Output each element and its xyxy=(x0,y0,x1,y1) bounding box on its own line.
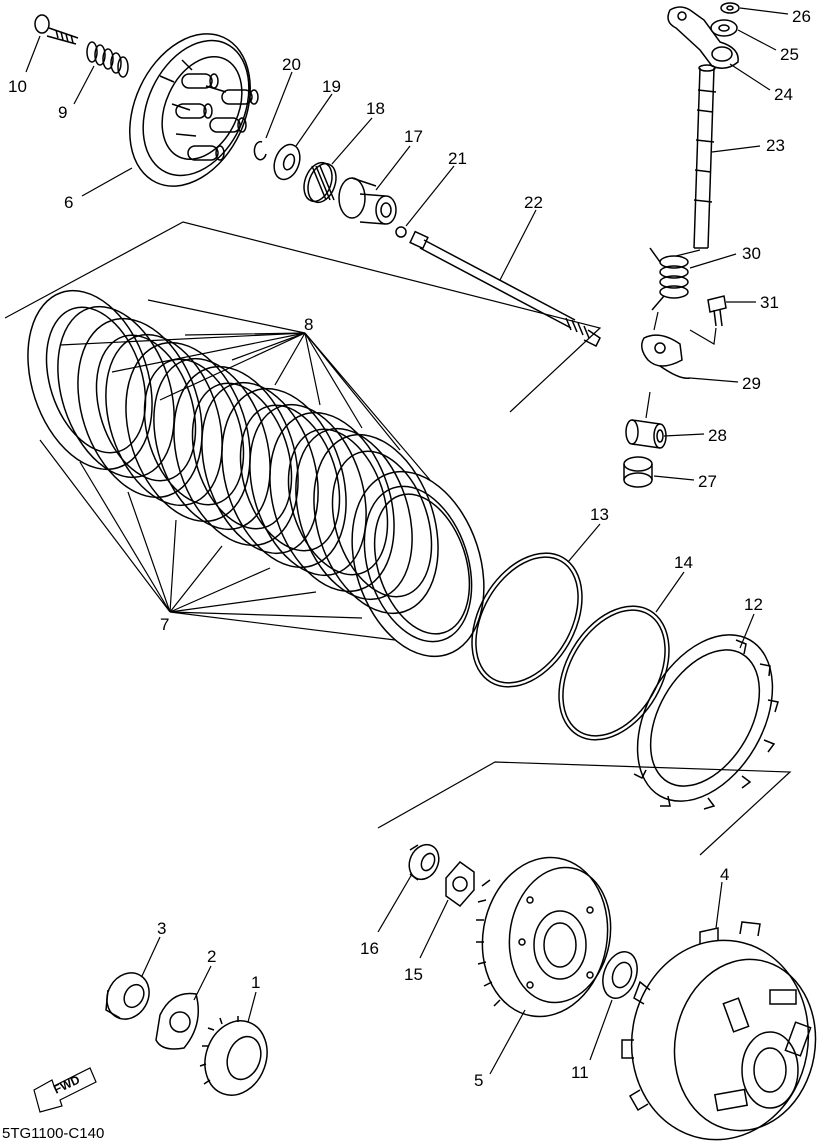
part-9-spring xyxy=(86,41,129,78)
leader-10 xyxy=(25,35,41,73)
leader-29 xyxy=(689,377,739,383)
part-15-lock-washer xyxy=(445,860,475,908)
part-8-leader-fan xyxy=(59,299,431,481)
callout-4: 4 xyxy=(720,865,729,884)
fwd-label: FWD xyxy=(51,1072,82,1096)
part-7-friction-plates xyxy=(27,289,439,615)
callout-3: 3 xyxy=(157,919,166,938)
part-7-leader-fan xyxy=(39,439,396,641)
leader-1 xyxy=(247,991,257,1023)
callout-14: 14 xyxy=(674,553,693,572)
leader-5 xyxy=(489,1009,526,1075)
callout-8: 8 xyxy=(304,315,313,334)
part-2-plate-washer xyxy=(155,992,199,1050)
leader-20 xyxy=(265,71,293,139)
part-25-washer xyxy=(710,19,738,37)
leader-4 xyxy=(715,881,723,929)
callout-15: 15 xyxy=(404,965,423,984)
callout-10: 10 xyxy=(8,77,27,96)
leader-14 xyxy=(655,571,685,613)
leader-11 xyxy=(589,999,613,1061)
callout-7: 7 xyxy=(160,615,169,634)
callout-13: 13 xyxy=(590,505,609,524)
leader-21 xyxy=(405,165,455,227)
leader-6 xyxy=(81,167,133,197)
callout-16: 16 xyxy=(360,939,379,958)
part-17-push-piece xyxy=(338,177,397,225)
part-26-washer xyxy=(720,2,740,14)
part-19-washer xyxy=(273,143,301,181)
shaft-alignment-line xyxy=(645,249,717,419)
leader-17 xyxy=(375,145,411,191)
leader-30 xyxy=(689,253,737,269)
callout-23: 23 xyxy=(766,136,785,155)
part-24-push-lever xyxy=(667,6,739,69)
callout-9: 9 xyxy=(58,103,67,122)
plate-group-bracket xyxy=(4,221,602,413)
part-27-oil-seal xyxy=(623,456,653,488)
callout-31: 31 xyxy=(760,293,779,312)
callouts: 1 2 3 4 5 6 7 8 9 10 11 12 13 xyxy=(8,7,811,1090)
leader-2 xyxy=(193,965,212,1001)
part-1-primary-gear xyxy=(199,1016,268,1096)
callout-28: 28 xyxy=(708,426,727,445)
part-3-nut xyxy=(105,972,150,1020)
clutch-group-bracket xyxy=(377,761,792,856)
part-12-friction-plate xyxy=(633,634,779,810)
part-30-spring xyxy=(649,247,689,311)
part-21-ball xyxy=(395,226,407,238)
part-31-bolt xyxy=(707,295,727,327)
part-28-bearing xyxy=(625,419,667,449)
callout-12: 12 xyxy=(744,595,763,614)
callout-27: 27 xyxy=(698,472,717,491)
leader-25 xyxy=(737,29,777,51)
callout-29: 29 xyxy=(742,374,761,393)
part-10-bolt xyxy=(34,14,79,45)
part-13-wire-ring xyxy=(471,552,583,688)
part-8-clutch-plates xyxy=(57,305,485,658)
callout-18: 18 xyxy=(366,99,385,118)
leader-22 xyxy=(499,209,537,281)
leader-18 xyxy=(331,117,373,165)
leader-24 xyxy=(729,63,771,91)
leader-23 xyxy=(711,145,761,153)
part-4-clutch-housing xyxy=(621,921,817,1141)
leader-28 xyxy=(663,433,705,437)
leader-27 xyxy=(653,475,695,481)
callout-11: 11 xyxy=(571,1063,589,1082)
leader-26 xyxy=(739,7,789,15)
callout-30: 30 xyxy=(742,244,761,263)
part-22-push-rod xyxy=(409,230,601,348)
fwd-arrow-icon: FWD xyxy=(33,1067,97,1113)
leader-12 xyxy=(739,613,755,649)
callout-25: 25 xyxy=(780,45,799,64)
part-5-clutch-boss xyxy=(476,856,612,1018)
leader-19 xyxy=(295,93,333,147)
callout-6: 6 xyxy=(64,193,73,212)
leader-16 xyxy=(377,873,413,933)
part-11-thrust-washer xyxy=(602,951,638,999)
drawing-code: 5TG1100-C140 xyxy=(2,1125,104,1142)
callout-2: 2 xyxy=(207,947,216,966)
callout-21: 21 xyxy=(448,149,467,168)
part-29-guide-plate xyxy=(641,334,691,379)
part-18-bearing xyxy=(303,161,337,204)
leader-3 xyxy=(141,936,161,977)
callout-1: 1 xyxy=(251,973,260,992)
callout-5: 5 xyxy=(474,1071,483,1090)
callout-24: 24 xyxy=(774,85,793,104)
part-23-push-lever-shaft xyxy=(693,64,717,249)
callout-17: 17 xyxy=(404,127,423,146)
leader-13 xyxy=(567,523,601,563)
callout-26: 26 xyxy=(792,7,811,26)
leader-15 xyxy=(419,899,449,959)
part-6-pressure-plate xyxy=(129,33,259,187)
part-14-wire-ring xyxy=(558,605,670,741)
leader-9 xyxy=(73,65,95,105)
callout-20: 20 xyxy=(282,55,301,74)
callout-22: 22 xyxy=(524,193,543,212)
part-20-circlip xyxy=(253,140,267,161)
callout-19: 19 xyxy=(322,77,341,96)
